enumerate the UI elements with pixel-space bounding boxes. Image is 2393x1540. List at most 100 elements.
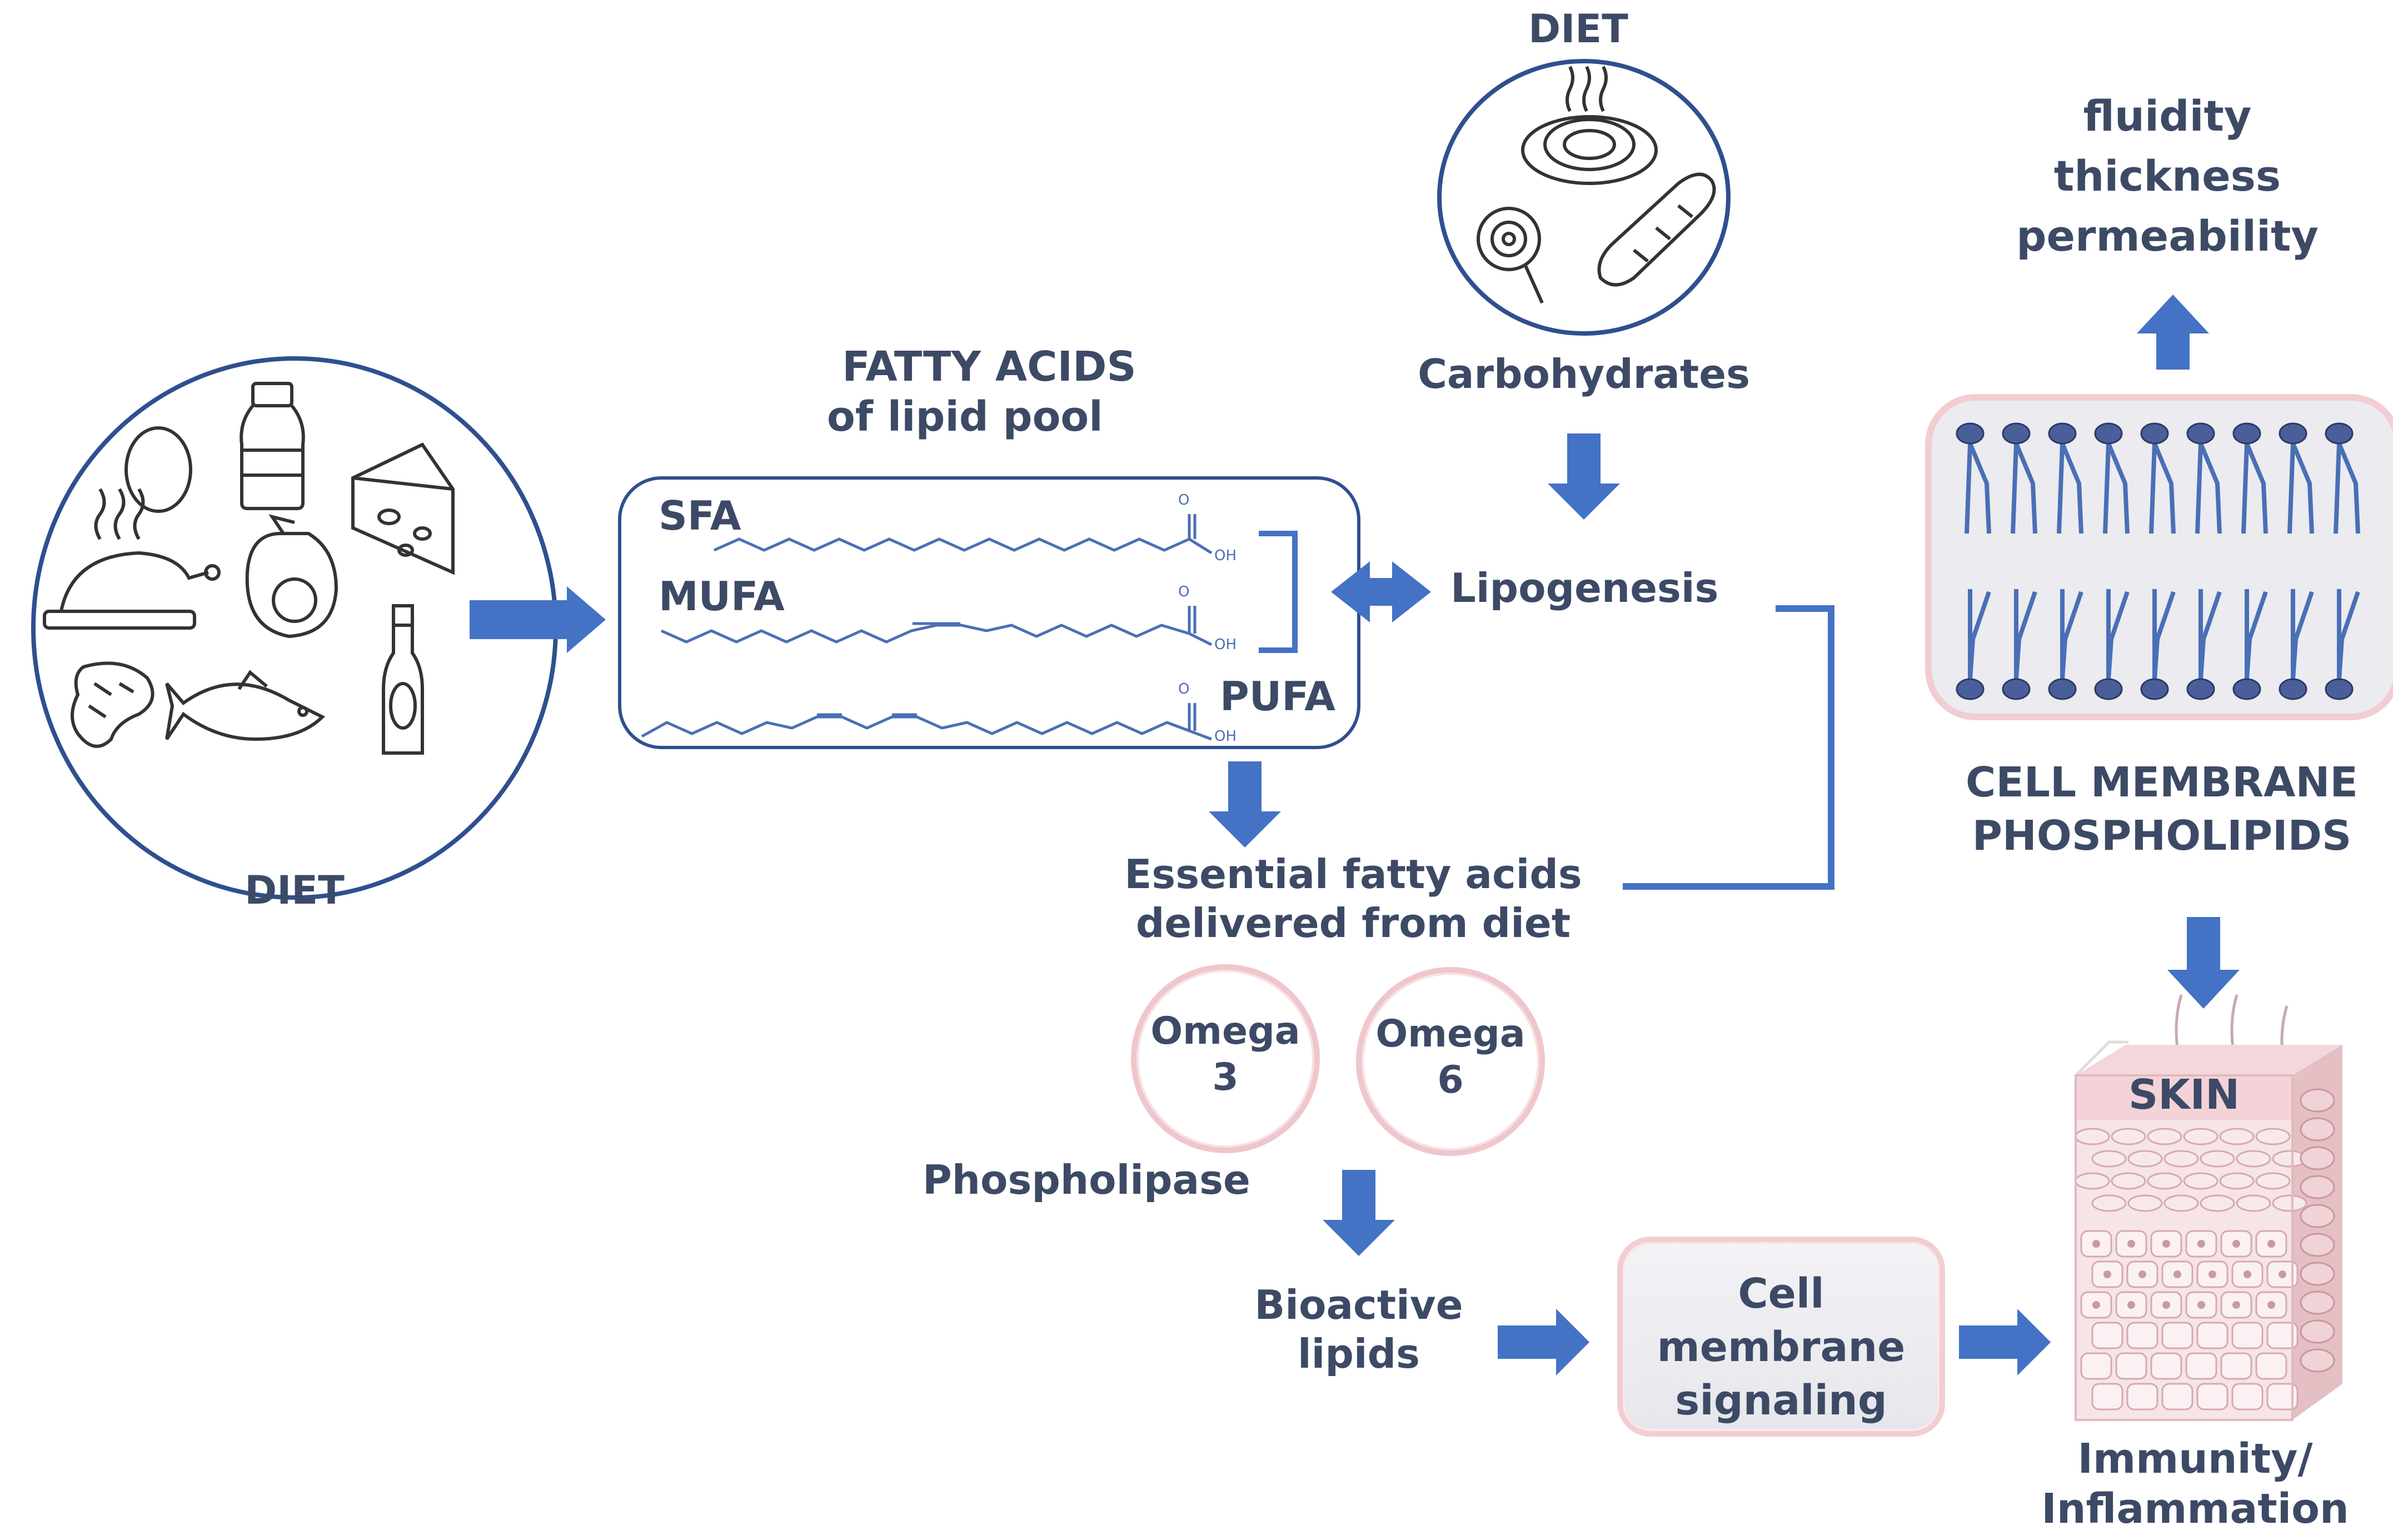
arrow-membrane-to-properties: [2137, 295, 2209, 370]
phospholipid-head-bottom: [2232, 678, 2261, 700]
skin-cell-flat: [2200, 1194, 2235, 1212]
skin-cell-flat: [2219, 1128, 2255, 1145]
skin-cell-side: [2300, 1233, 2335, 1257]
membrane-properties-label: fluidity thickness permeability: [1978, 86, 2356, 266]
phospholipid-head-bottom: [2279, 678, 2307, 700]
carbohydrate-food-circle: [1437, 59, 1731, 336]
skin-cell: [2185, 1352, 2217, 1380]
signaling-line1: Cell: [1738, 1270, 1824, 1318]
phospholipid-head-top: [2048, 422, 2077, 445]
arrow-to-skin: [1959, 1309, 2051, 1375]
bioactive-lipids-label: Bioactive lipids: [1231, 1281, 1487, 1379]
skin-cell-nucleus: [2197, 1240, 2205, 1248]
phospholipid-head-top: [2094, 422, 2123, 445]
arrow-to-essential-fa: [1209, 761, 1281, 848]
signaling-line3: signaling: [1675, 1377, 1887, 1425]
skin-cell: [2115, 1352, 2147, 1380]
phospholipid-bilayer-box: [1925, 394, 2393, 720]
phospholipid-tail-bottom: [2245, 589, 2268, 680]
skin-cell-flat: [2255, 1172, 2291, 1190]
phospholipid-tail-top: [2149, 442, 2176, 534]
lipogenesis-label: Lipogenesis: [1450, 565, 1719, 611]
arrow-fatty-acids-lipogenesis: [1331, 561, 1431, 622]
skin-cell: [2196, 1322, 2229, 1349]
cheese-icon: [351, 442, 455, 575]
skin-cell-side: [2300, 1348, 2335, 1373]
skin-cell-nucleus: [2197, 1301, 2205, 1309]
skin-cell-flat: [2255, 1128, 2291, 1145]
skin-cell-flat: [2236, 1150, 2271, 1168]
phospholipid-head-bottom: [2325, 678, 2354, 700]
carbohydrates-label: Carbohydrates: [1418, 351, 1750, 397]
skin-cell-side: [2300, 1117, 2335, 1142]
fatty-acids-title-line1: FATTY ACIDS: [842, 343, 1136, 391]
diet-left-label: DIET: [245, 868, 345, 913]
phospholipid-head-bottom: [1956, 678, 1985, 700]
skin-cell-flat: [2272, 1194, 2307, 1212]
phospholipid-head-top: [2232, 422, 2261, 445]
phospholipid-tail-bottom: [2060, 589, 2083, 680]
skin-cell: [2150, 1352, 2182, 1380]
bioactive-line2: lipids: [1298, 1330, 1420, 1377]
phospholipid-tail-bottom: [2014, 589, 2037, 680]
thickness-text: thickness: [2053, 151, 2281, 201]
immunity-line1: Immunity/: [2077, 1435, 2313, 1483]
phospholipase-label: Phospholipase: [923, 1157, 1250, 1203]
phospholipid-tail-top: [2011, 442, 2037, 534]
skin-cell-flat: [2183, 1128, 2218, 1145]
skin-cell-nucleus: [2279, 1270, 2286, 1278]
phospholipid-tail-bottom: [2198, 589, 2222, 680]
phospholipid-bilayer: [1956, 422, 2360, 700]
egg-icon: [124, 426, 192, 513]
skin-cell-nucleus: [2138, 1270, 2146, 1278]
sfa-mufa-bracket: [1259, 531, 1298, 653]
skin-cell-side: [2300, 1175, 2335, 1199]
bioactive-line1: Bioactive: [1254, 1282, 1463, 1328]
skin-cell-nucleus: [2232, 1240, 2240, 1248]
omega3-line2: 3: [1212, 1055, 1239, 1099]
baguette-icon: [1597, 172, 1716, 287]
skin-cell: [2266, 1322, 2299, 1349]
skin-cell: [2091, 1383, 2123, 1411]
skin-cell-nucleus: [2232, 1301, 2240, 1309]
skin-cell-side: [2300, 1262, 2335, 1286]
skin-cell-side: [2300, 1146, 2335, 1170]
omega6-label: Omega 6: [1362, 1011, 1539, 1104]
skin-cell-flat: [2091, 1194, 2127, 1212]
skin-cell-flat: [2075, 1172, 2110, 1190]
roast-chicken-icon: [43, 488, 221, 630]
skin-cell-side: [2300, 1088, 2335, 1113]
skin-cell-flat: [2111, 1128, 2146, 1145]
signaling-label: Cell membrane signaling: [1623, 1267, 1940, 1428]
mufa-o-label: O: [1178, 584, 1190, 600]
phospholipid-head-top: [1956, 422, 1985, 445]
pasta-icon: [1521, 66, 1658, 185]
sfa-oh-label: OH: [1214, 547, 1237, 564]
arrow-membrane-to-skin: [2167, 917, 2240, 1009]
arrow-to-bioactive-lipids: [1323, 1170, 1395, 1256]
skin-cell: [2231, 1383, 2264, 1411]
skin-cell-side: [2300, 1290, 2335, 1315]
mufa-chain: [660, 606, 1213, 646]
pufa-label: PUFA: [1220, 673, 1335, 720]
phospholipid-tail-bottom: [2291, 589, 2314, 680]
phospholipid-tail-bottom: [2106, 589, 2130, 680]
skin-cell: [2255, 1352, 2287, 1380]
omega3-line1: Omega: [1150, 1009, 1300, 1053]
skin-cell-flat: [2127, 1194, 2163, 1212]
skin-label: SKIN: [2128, 1071, 2240, 1119]
skin-cell: [2126, 1322, 2158, 1349]
skin-cell: [2126, 1383, 2158, 1411]
milk-bottle-icon: [240, 382, 305, 510]
skin-cell-nucleus: [2092, 1301, 2100, 1309]
skin-cell-nucleus: [2127, 1301, 2135, 1309]
lipogenesis-connector: [1623, 605, 1834, 890]
skin-cell-nucleus: [2127, 1240, 2135, 1248]
cell-membrane-phospholipids-label: CELL MEMBRANE PHOSPHOLIPIDS: [1928, 756, 2393, 863]
phospholipid-head-top: [2140, 422, 2169, 445]
skin-cell-nucleus: [2173, 1270, 2181, 1278]
skin-cells: [2075, 1088, 2335, 1411]
omega3-label: Omega 3: [1136, 1009, 1314, 1101]
phospholipid-head-bottom: [2186, 678, 2215, 700]
